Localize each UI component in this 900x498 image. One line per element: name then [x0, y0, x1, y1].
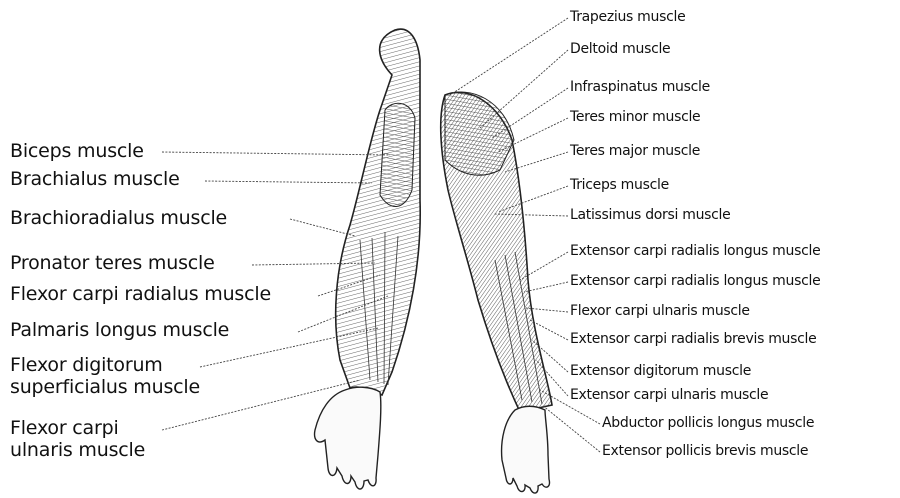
right-hand [502, 406, 550, 493]
label-pronator-teres: Pronator teres muscle [10, 254, 215, 273]
leader-biceps [162, 152, 390, 155]
label-trapezius: Trapezius muscle [570, 10, 685, 24]
label-flexor-digitorum-line2: superficialus muscle [10, 378, 200, 397]
label-flexor-carpi-ulnaris: Flexor carpi ulnaris muscle [570, 304, 750, 318]
label-extensor-carpi-radialis-longus-1: Extensor carpi radialis longus muscle [570, 244, 820, 258]
label-extensor-carpi-ulnaris: Extensor carpi ulnaris muscle [570, 388, 768, 402]
biceps-shape [380, 103, 415, 206]
anterior-arm [315, 29, 421, 489]
shoulder-mass [445, 92, 514, 175]
label-brachialus: Brachialus muscle [10, 170, 180, 189]
label-flexor-carpi-ulnaris-line1: Flexor carpi [10, 419, 119, 438]
label-teres-major: Teres major muscle [570, 144, 700, 158]
label-biceps: Biceps muscle [10, 142, 144, 161]
left-hand [315, 387, 381, 489]
label-extensor-carpi-radialis-longus-2: Extensor carpi radialis longus muscle [570, 274, 820, 288]
leader-deltoid [480, 50, 568, 128]
label-triceps: Triceps muscle [570, 178, 669, 192]
leader-brachialus [205, 181, 372, 183]
label-flexor-carpi-ulnaris-line2: ulnaris muscle [10, 441, 145, 460]
label-teres-minor: Teres minor muscle [570, 110, 700, 124]
label-latissimus-dorsi: Latissimus dorsi muscle [570, 208, 730, 222]
label-extensor-carpi-radialis-brevis: Extensor carpi radialis brevis muscle [570, 332, 816, 346]
leader-trapezius [450, 18, 568, 95]
label-infraspinatus: Infraspinatus muscle [570, 80, 710, 94]
anterior-arm-outline [336, 29, 421, 395]
posterior-arm [441, 92, 552, 493]
label-brachioradialus: Brachioradialus muscle [10, 209, 227, 228]
leader-brachioradialus [290, 219, 355, 236]
label-extensor-digitorum: Extensor digitorum muscle [570, 364, 751, 378]
label-flexor-carpi-radialus: Flexor carpi radialus muscle [10, 285, 271, 304]
label-deltoid: Deltoid muscle [570, 42, 670, 56]
label-extensor-pollicis-brevis: Extensor pollicis brevis muscle [602, 444, 808, 458]
label-flexor-digitorum-line1: Flexor digitorum [10, 356, 163, 375]
leader-ecrl-2 [524, 282, 568, 292]
label-abductor-pollicis-longus: Abductor pollicis longus muscle [602, 416, 814, 430]
leader-epb [542, 405, 600, 452]
label-palmaris-longus: Palmaris longus muscle [10, 321, 229, 340]
